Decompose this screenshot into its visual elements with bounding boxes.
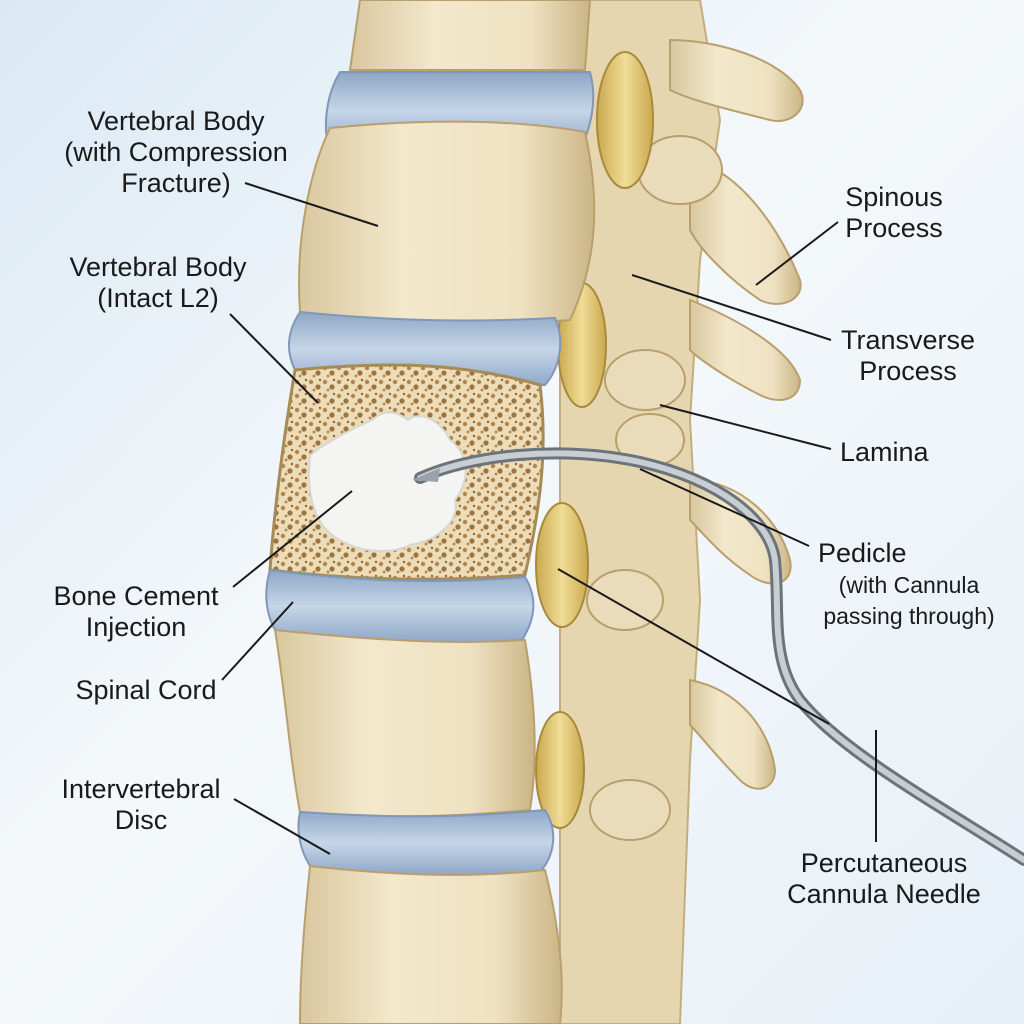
label-line: Injection <box>85 612 187 642</box>
label-line: Transverse <box>840 325 976 355</box>
label-line: Pedicle <box>818 538 907 568</box>
label-line: Spinous <box>845 182 943 212</box>
spinal-cord <box>535 51 654 829</box>
cannula-needle <box>412 447 1024 866</box>
label-bone-cement: Bone Cement Injection <box>40 581 232 643</box>
label-line: Process <box>845 213 943 243</box>
label-line: Disc <box>114 805 168 835</box>
label-line: Fracture) <box>121 168 231 198</box>
vertebral-column <box>265 0 596 1024</box>
label-line: Intervertebral <box>61 774 221 804</box>
label-line: Process <box>859 356 957 386</box>
label-pedicle: Pedicle <box>818 538 938 569</box>
label-line: Vertebral Body <box>69 252 247 282</box>
label-line: Vertebral Body <box>87 106 265 136</box>
label-vertebral-body-fracture: Vertebral Body (with Compression Fractur… <box>60 106 292 199</box>
label-line: (with Cannula <box>838 572 980 598</box>
vertebral-body-top <box>298 120 596 326</box>
label-line: Cannula Needle <box>787 879 981 909</box>
label-line: Bone Cement <box>53 581 219 611</box>
label-line: Percutaneous <box>800 848 968 878</box>
label-line: Lamina <box>840 437 929 467</box>
disc-3 <box>265 568 535 644</box>
label-vertebral-body-intact: Vertebral Body (Intact L2) <box>50 252 266 314</box>
label-line: (Intact L2) <box>97 283 219 313</box>
label-spinous-process: Spinous Process <box>832 182 956 244</box>
transverse-process <box>689 298 802 401</box>
label-lamina: Lamina <box>840 437 960 468</box>
label-line: passing through) <box>823 603 995 629</box>
spinous-process <box>689 158 802 305</box>
vertebral-body-lower <box>273 628 536 818</box>
disc-4 <box>297 808 555 877</box>
label-spinal-cord: Spinal Cord <box>60 675 232 706</box>
posterior-elements <box>559 0 804 1024</box>
label-cannula-needle: Percutaneous Cannula Needle <box>782 848 986 910</box>
bone-cement <box>308 411 467 552</box>
label-pedicle-note: (with Cannula passing through) <box>812 570 1006 632</box>
leader-lines <box>221 182 877 855</box>
label-line: Spinal Cord <box>75 675 217 705</box>
label-transverse-process: Transverse Process <box>830 325 986 387</box>
label-intervertebral-disc: Intervertebral Disc <box>46 774 236 836</box>
label-line: (with Compression <box>64 137 288 167</box>
